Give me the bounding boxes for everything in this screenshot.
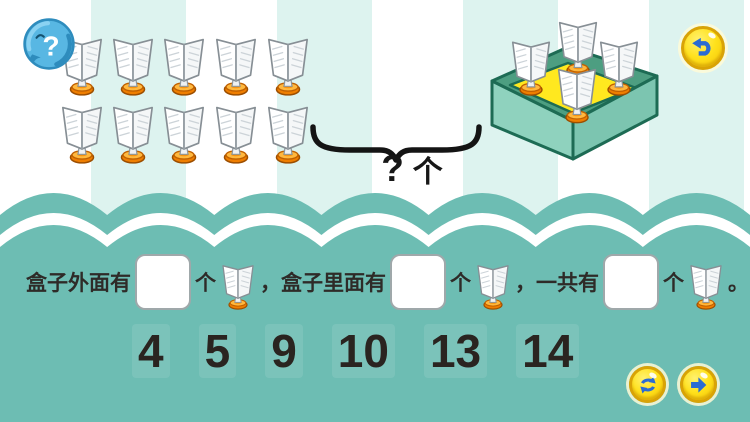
back-undo-arrow-icon: [692, 37, 711, 56]
back-button[interactable]: [681, 26, 725, 70]
question-sentence: 盒子外面有 个 ，盒子里面有 个 ，一共有 个 。: [26, 251, 749, 313]
outside-book-icon: [161, 36, 207, 96]
sentence-text-outside: 盒子外面有: [26, 272, 131, 295]
replay-arrows-icon: [639, 375, 656, 394]
sentence-text-total: ，一共有: [515, 272, 599, 295]
question-unit: 个: [412, 156, 443, 189]
sentence-text-inside: ，盒子里面有: [260, 272, 386, 295]
question-count-label: ? 个: [357, 146, 467, 192]
dolphin-question-icon[interactable]: ?: [22, 17, 76, 71]
brace: [310, 124, 482, 163]
book-icon: [475, 263, 511, 310]
number-option-10[interactable]: 10: [331, 324, 395, 378]
number-option-9[interactable]: 9: [265, 324, 303, 378]
replay-button[interactable]: [629, 366, 666, 403]
number-option-13[interactable]: 13: [423, 324, 488, 378]
outside-book-icon: [213, 104, 259, 164]
answer-box-inside[interactable]: [390, 254, 446, 310]
outside-book-icon: [110, 104, 156, 164]
sentence-period: 。: [728, 272, 749, 295]
answer-box-total[interactable]: [603, 254, 659, 310]
outside-book-icon: [59, 104, 105, 164]
unit-label: 个: [450, 272, 471, 295]
outside-book-icon: [213, 36, 259, 96]
outside-book-icon: [110, 36, 156, 96]
inside-book-icon: [509, 39, 553, 96]
inside-book-icon: [597, 39, 641, 96]
unit-label: 个: [195, 272, 216, 295]
mascot-question-mark: ?: [43, 30, 60, 61]
book-icon: [688, 263, 724, 310]
outside-book-icon: [161, 104, 207, 164]
wave-decoration: [0, 193, 750, 260]
answer-box-outside[interactable]: [135, 254, 191, 310]
unit-label: 个: [663, 272, 684, 295]
outside-book-icon: [265, 36, 311, 96]
number-option-14[interactable]: 14: [516, 324, 580, 378]
outside-book-icon: [265, 104, 311, 164]
next-button[interactable]: [680, 366, 717, 403]
question-mark: ?: [381, 148, 404, 189]
number-option-5[interactable]: 5: [198, 324, 237, 378]
arrow-right-icon: [690, 376, 706, 393]
book-icon: [220, 263, 256, 310]
number-option-4[interactable]: 4: [132, 324, 170, 378]
inside-book-icon: [555, 66, 599, 124]
